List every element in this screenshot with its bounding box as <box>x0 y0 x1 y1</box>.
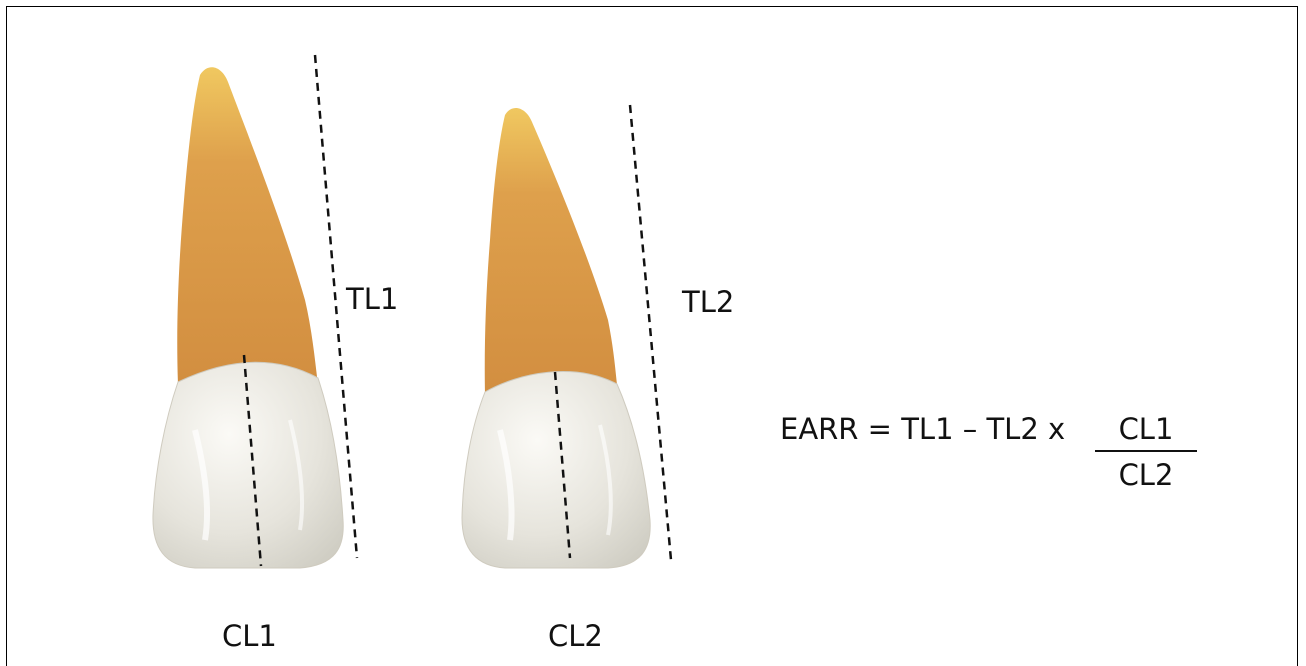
earr-formula: EARR = TL1 – TL2 x <box>780 412 1065 446</box>
tl1-label: TL1 <box>346 285 398 314</box>
tooth-1-root <box>177 67 318 385</box>
tl2-label: TL2 <box>682 288 734 317</box>
tooth-2-root <box>485 108 617 395</box>
formula-denominator: CL2 <box>1095 452 1197 492</box>
tooth-1 <box>153 67 343 568</box>
formula-lhs: EARR = TL1 – TL2 x <box>780 412 1065 446</box>
cl1-label: CL1 <box>222 622 277 651</box>
tooth-1-crown <box>153 362 343 568</box>
cl2-label: CL2 <box>548 622 603 651</box>
formula-numerator: CL1 <box>1095 412 1197 452</box>
formula-fraction: CL1 CL2 <box>1095 412 1197 492</box>
tooth-2 <box>462 108 650 568</box>
